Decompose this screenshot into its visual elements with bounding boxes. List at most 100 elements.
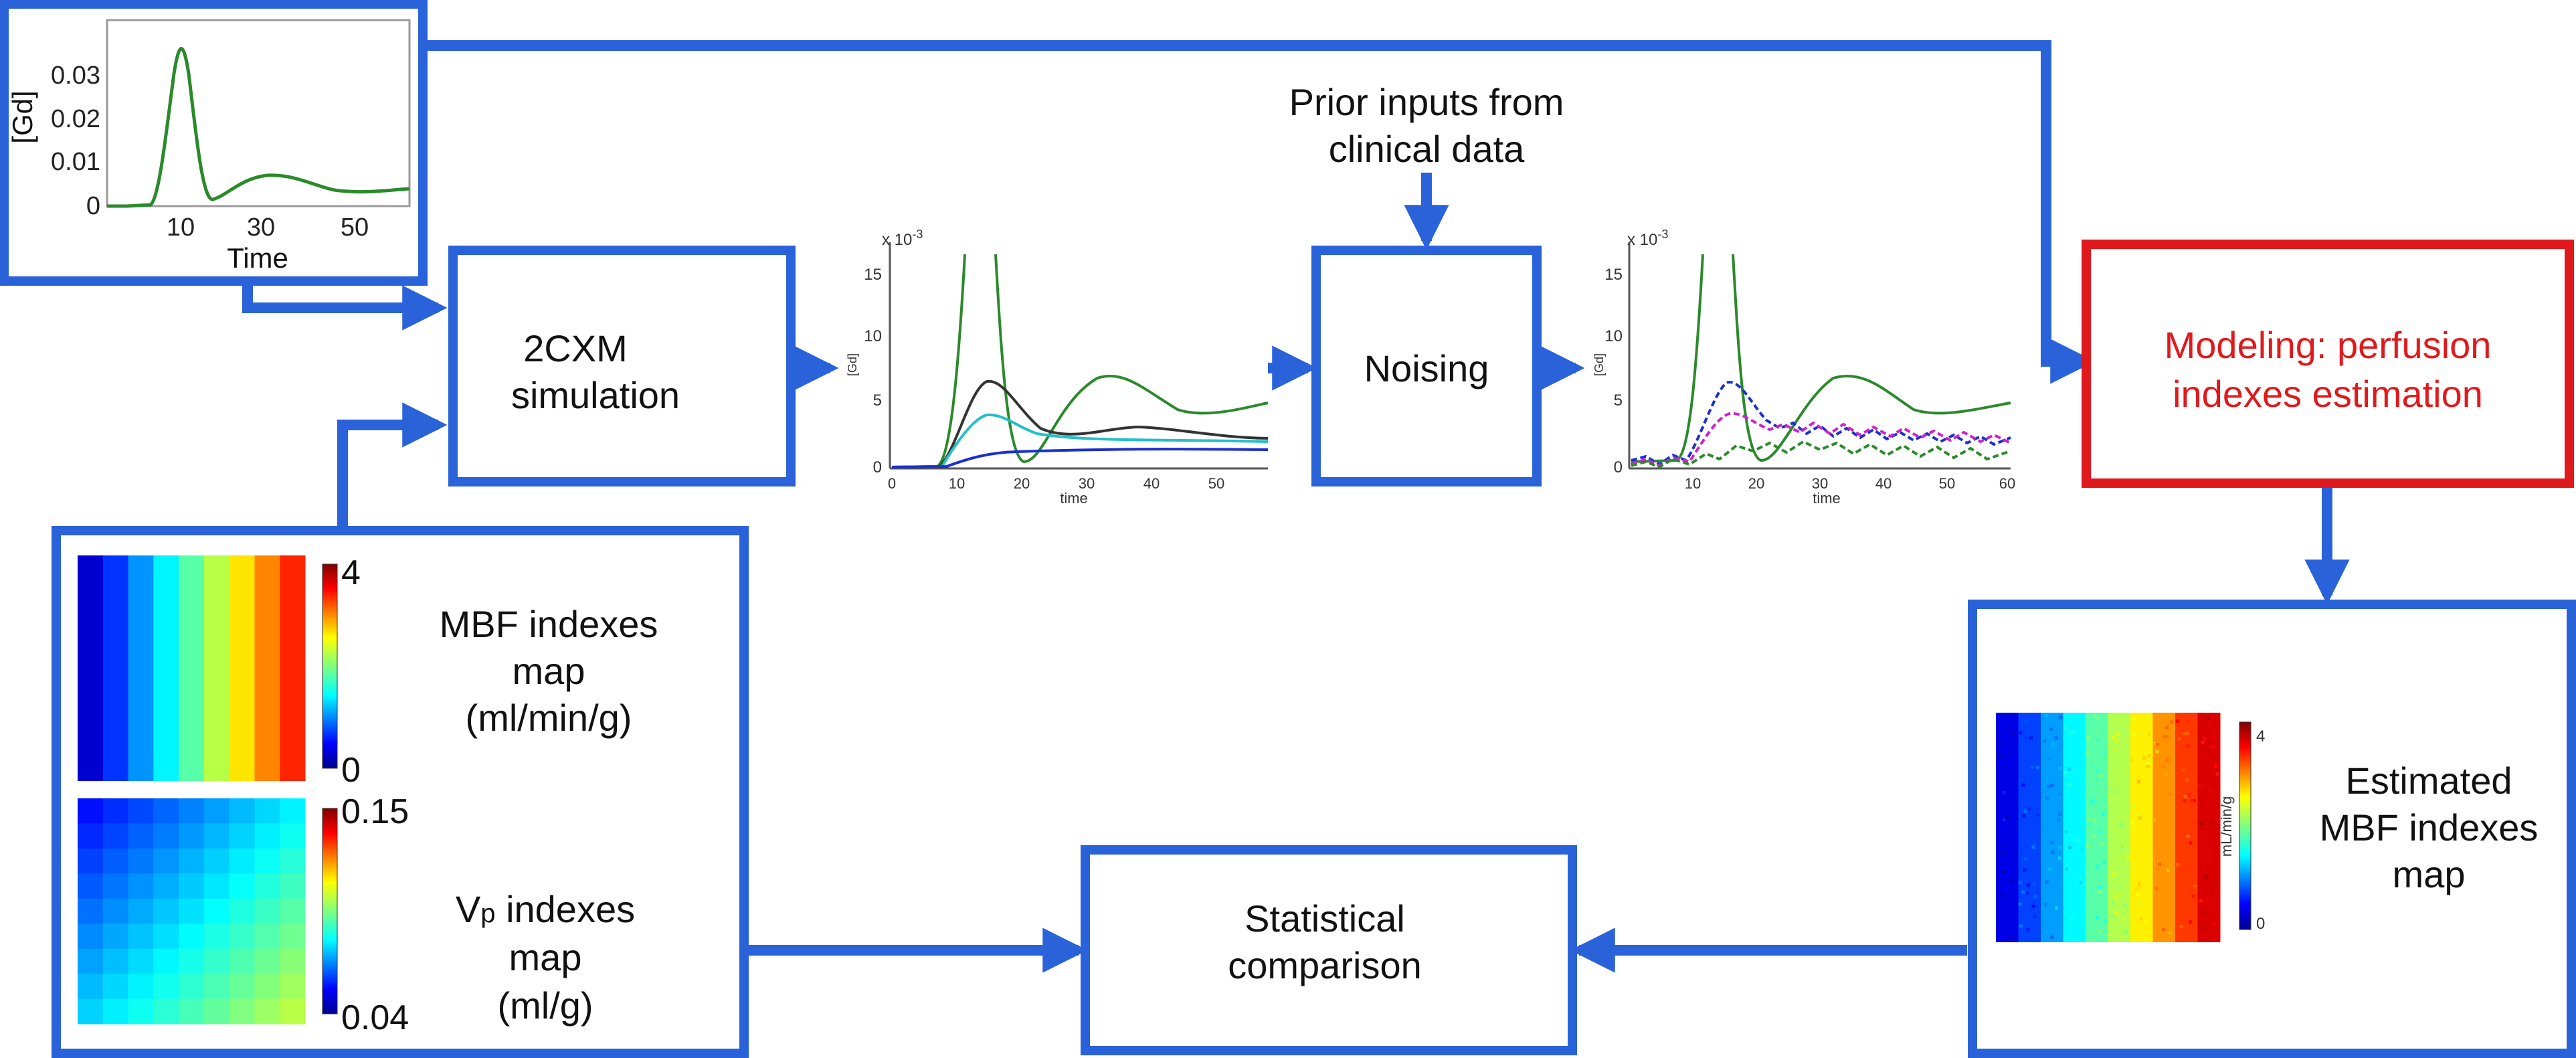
noise-curve-green-dashed [1631, 440, 2011, 469]
estimated-map-noise [2070, 917, 2074, 921]
estimated-map-noise [2078, 816, 2082, 820]
vp-map-line1: Vp indexes [456, 888, 635, 930]
vp-map-cell [280, 848, 306, 874]
estimated-map-noise [2023, 857, 2027, 861]
estimated-map-noise [2031, 904, 2035, 908]
modeling-box[interactable]: Modeling: perfusion indexes estimation [2082, 240, 2574, 488]
noise-xtick-10: 10 [1685, 475, 1701, 492]
estimated-map-noise [2000, 747, 2004, 751]
estimated-map-noise [2034, 831, 2038, 835]
vp-map-cell [128, 898, 154, 924]
sim-curve-cyan [891, 413, 1269, 468]
estimated-map-noise [2158, 862, 2162, 866]
vp-map-cell [203, 974, 230, 1000]
estimated-map-line2: MBF indexes [2320, 806, 2539, 849]
sim-xlabel: time [1060, 490, 1088, 507]
vp-map-cell [280, 798, 306, 824]
vp-map-cell [280, 948, 306, 974]
vp-map-cell [102, 873, 129, 899]
estimated-map-noise [2144, 820, 2148, 824]
estimated-map-noise [2197, 784, 2201, 788]
estimated-map-noise [2006, 886, 2010, 890]
simulation-box[interactable]: 2CXM simulation [448, 246, 796, 487]
noising-box[interactable]: Noising [1311, 246, 1542, 487]
noise-xtick-30: 30 [1812, 475, 1828, 492]
estimated-map-noise [2051, 850, 2055, 854]
vp-map-cell [153, 873, 179, 899]
estimated-map-noise [2067, 846, 2072, 850]
estimated-map-noise [2214, 764, 2218, 768]
prior-line1: Prior inputs from [1289, 81, 1564, 123]
mbf-map-line3: (ml/min/g) [466, 697, 632, 739]
mbf-colorbar [322, 563, 338, 769]
estimated-map-noise [2183, 799, 2187, 803]
mbf-map-stripe [102, 555, 129, 781]
estimated-map-noise [2043, 903, 2047, 907]
estimated-map-noise [2120, 845, 2124, 849]
estimated-map-noise [2130, 717, 2134, 721]
estimated-map-stripe [2063, 713, 2086, 942]
estimated-map-noise [2069, 730, 2074, 734]
estimated-map-noise [2064, 830, 2068, 834]
estimated-map-noise [2206, 717, 2210, 721]
vp-map-line3: (ml/g) [497, 984, 593, 1027]
vp-map-cell [102, 898, 129, 924]
mbf-map-line1: MBF indexes [440, 603, 658, 645]
estimated-map-noise [2047, 867, 2051, 871]
vp-map-cell [128, 798, 154, 824]
aif-ytick-0: 0 [86, 192, 100, 220]
estimated-map-noise [2186, 834, 2190, 839]
estimated-map-noise [2058, 812, 2062, 816]
estimated-map-noise [2139, 917, 2143, 921]
prior-line2: clinical data [1329, 128, 1525, 170]
estimated-map-noise [2152, 741, 2156, 745]
estimated-map-noise [2086, 750, 2090, 754]
estimated-map-noise [2010, 936, 2014, 940]
vp-map-cell [203, 798, 230, 824]
estimated-map-noise [2067, 782, 2072, 786]
vp-map-cell [128, 823, 154, 849]
vp-map-cell [128, 873, 154, 899]
comparison-box[interactable]: Statistical comparison [1081, 845, 1577, 1055]
estimated-map-noise [2114, 747, 2118, 751]
sim-xtick-30: 30 [1079, 475, 1095, 492]
estimated-map-noise [2000, 740, 2004, 744]
estimated-map-noise [2122, 917, 2126, 921]
sim-xtick-20: 20 [1014, 475, 1030, 492]
estimated-map-noise [2203, 871, 2207, 875]
aif-ytick-001: 0.01 [51, 148, 100, 176]
sim-xtick-0: 0 [888, 475, 896, 492]
estimated-map-noise [2117, 885, 2121, 889]
estimated-map-noise [2154, 887, 2158, 891]
estimated-map-noise [2096, 915, 2100, 919]
estimated-map-noise [2190, 798, 2194, 802]
sim-curve-black [891, 379, 1269, 468]
estimated-map-noise [2057, 818, 2061, 822]
vp-map-cell [102, 923, 129, 950]
estimated-map-stripe [1996, 713, 2019, 942]
estimated-map-noise [2088, 821, 2092, 825]
estimated-map-noise [2170, 720, 2174, 724]
estimated-map-noise [2002, 843, 2006, 847]
vp-map-cell [280, 873, 306, 899]
estimated-map-noise [2076, 839, 2080, 843]
estimated-map-noise [2138, 816, 2142, 820]
estimated-map-noise [2095, 865, 2099, 869]
vp-map-cell [229, 948, 255, 974]
aif-ytick-003: 0.03 [51, 62, 100, 90]
estimated-map-noise [2169, 792, 2173, 796]
noise-ytick-0: 0 [1614, 458, 1623, 476]
mbf-map-stripe [179, 555, 205, 781]
noise-xlabel: time [1813, 490, 1841, 507]
vp-map-cell [203, 898, 230, 924]
estimated-map-noise [2118, 740, 2122, 744]
vp-map-cell [203, 948, 230, 974]
noise-exponent: x 10-3 [1627, 228, 1668, 249]
vp-map-cell [128, 948, 154, 974]
estimated-map-noise [2052, 835, 2056, 839]
estimated-map-noise [2189, 841, 2193, 845]
aif-xlabel: Time [227, 242, 288, 274]
estimated-map-noise [2098, 890, 2102, 894]
aif-curve [107, 47, 410, 208]
aif-ytick-002: 0.02 [51, 105, 100, 133]
